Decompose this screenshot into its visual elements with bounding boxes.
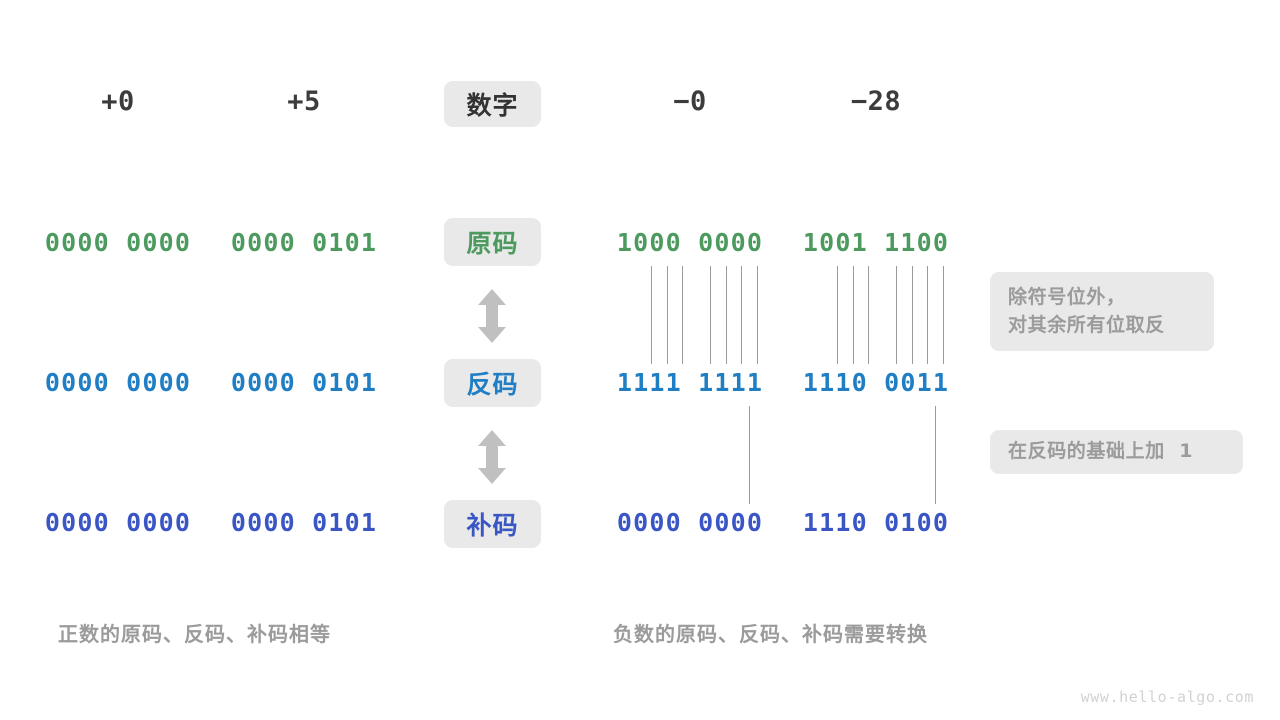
note-add-one-line1: 在反码的基础上加 1: [1008, 440, 1194, 463]
add-one-tick: [935, 406, 936, 504]
invert-tick: [912, 266, 913, 364]
sign-magnitude-minus-twenty-eight: 1001 1100: [802, 228, 950, 257]
invert-tick: [651, 266, 652, 364]
sign-magnitude-minus-zero: 1000 0000: [616, 228, 764, 257]
invert-tick: [682, 266, 683, 364]
site-watermark: www.hello-algo.com: [1080, 688, 1254, 706]
row-header-badge-number: 数字: [444, 81, 541, 127]
double-arrow-icon: [475, 429, 509, 485]
note-invert-bits: 除符号位外， 对其余所有位取反: [990, 272, 1214, 351]
note-invert-bits-line2: 对其余所有位取反: [1008, 313, 1165, 336]
caption-negative-numbers: 负数的原码、反码、补码需要转换: [613, 622, 928, 646]
invert-tick: [741, 266, 742, 364]
column-header-plus-zero: +0: [101, 86, 135, 117]
column-header-minus-zero: −0: [673, 86, 707, 117]
add-one-tick: [749, 406, 750, 504]
note-invert-bits-line1: 除符号位外，: [1008, 285, 1126, 308]
sign-magnitude-plus-five: 0000 0101: [230, 228, 378, 257]
row-badge-ones-complement: 反码: [444, 359, 541, 407]
invert-tick: [667, 266, 668, 364]
invert-tick: [837, 266, 838, 364]
invert-tick: [868, 266, 869, 364]
twos-complement-minus-twenty-eight: 1110 0100: [802, 508, 950, 537]
double-arrow-icon: [475, 288, 509, 344]
ones-complement-minus-zero: 1111 1111: [616, 368, 764, 397]
invert-tick: [710, 266, 711, 364]
note-add-one: 在反码的基础上加 1: [990, 430, 1243, 474]
twos-complement-plus-five: 0000 0101: [230, 508, 378, 537]
twos-complement-minus-zero: 0000 0000: [616, 508, 764, 537]
ones-complement-plus-zero: 0000 0000: [44, 368, 192, 397]
invert-tick: [896, 266, 897, 364]
invert-tick: [757, 266, 758, 364]
invert-tick: [726, 266, 727, 364]
ones-complement-minus-twenty-eight: 1110 0011: [802, 368, 950, 397]
sign-magnitude-plus-zero: 0000 0000: [44, 228, 192, 257]
invert-tick: [927, 266, 928, 364]
invert-tick: [853, 266, 854, 364]
column-header-plus-five: +5: [287, 86, 321, 117]
invert-tick: [943, 266, 944, 364]
row-badge-sign-magnitude: 原码: [444, 218, 541, 266]
twos-complement-plus-zero: 0000 0000: [44, 508, 192, 537]
row-badge-twos-complement: 补码: [444, 500, 541, 548]
caption-positive-numbers: 正数的原码、反码、补码相等: [58, 622, 331, 646]
column-header-minus-twenty-eight: −28: [850, 86, 902, 117]
ones-complement-plus-five: 0000 0101: [230, 368, 378, 397]
